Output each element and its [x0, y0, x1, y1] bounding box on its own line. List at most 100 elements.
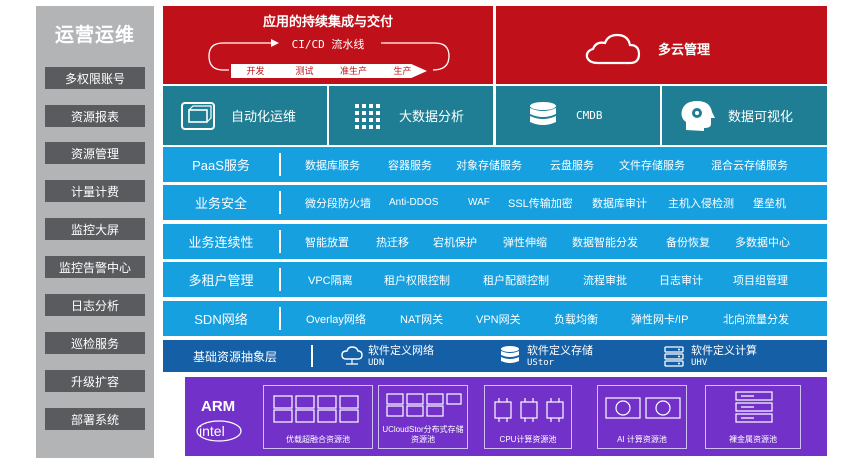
sidebar-item-multi-account[interactable]: 多权限账号 [45, 67, 145, 89]
cell-tenant-permission[interactable]: 租户权限控制 [384, 274, 450, 287]
cell-anti-ddos[interactable]: Anti-DDOS [389, 197, 439, 208]
bare-metal-server-icon [735, 391, 773, 423]
base-layer-title: 基础资源抽象层 [193, 349, 278, 364]
pool-distributed-storage[interactable]: UCloudStor分布式存储资源池 [378, 385, 468, 449]
cell-bastion[interactable]: 堡垒机 [753, 197, 786, 210]
cell-ssl[interactable]: SSL传输加密 [508, 197, 573, 210]
row-divider [279, 307, 281, 330]
storage-array-icon [386, 393, 462, 417]
cell-smart-placement[interactable]: 智能放置 [305, 236, 349, 249]
cell-waf[interactable]: WAF [468, 197, 490, 208]
cell-multi-datacenter[interactable]: 多数据中心 [735, 236, 790, 249]
security-row: 业务安全 微分段防火墙 Anti-DDOS WAF SSL传输加密 数据库审计 … [163, 185, 827, 220]
pipeline-stages: 开发 测试 准生产 生产 [231, 64, 427, 78]
module-automation-label: 自动化运维 [231, 109, 297, 124]
cicd-title: 应用的持续集成与交付 [262, 14, 393, 29]
ustor-code: UStor [527, 358, 555, 368]
sidebar-item-inspection[interactable]: 巡检服务 [45, 332, 145, 354]
cell-hybrid-storage[interactable]: 混合云存储服务 [711, 159, 788, 172]
sidebar-item-resource-report[interactable]: 资源报表 [45, 105, 145, 127]
ustor-label: 软件定义存储 [527, 345, 593, 357]
cell-database-service[interactable]: 数据库服务 [305, 159, 360, 172]
module-bigdata[interactable]: 大数据分析 [329, 86, 493, 145]
cell-host-intrusion[interactable]: 主机入侵检测 [668, 197, 734, 210]
cell-project-group[interactable]: 项目组管理 [733, 274, 788, 287]
cell-elastic-nic[interactable]: 弹性网卡/IP [631, 313, 689, 326]
sidebar-item-deployment[interactable]: 部署系统 [45, 408, 145, 430]
stage-test: 测试 [295, 66, 314, 76]
sidebar-item-monitor-screen[interactable]: 监控大屏 [45, 218, 145, 240]
cell-data-distribution[interactable]: 数据智能分发 [572, 236, 638, 249]
row-title-paas: PaaS服务 [192, 158, 250, 173]
cell-micro-firewall[interactable]: 微分段防火墙 [305, 197, 371, 210]
sidebar-item-resource-management[interactable]: 资源管理 [45, 142, 145, 164]
stage-dev: 开发 [246, 66, 265, 76]
sidebar-item-alert-center[interactable]: 监控告警中心 [45, 256, 145, 278]
row-title-security: 业务安全 [194, 196, 247, 211]
pool-bare-metal[interactable]: 裸金属资源池 [705, 385, 801, 449]
sidebar-item-upgrade[interactable]: 升级扩容 [45, 370, 145, 392]
cell-container-service[interactable]: 容器服务 [388, 159, 432, 172]
udn-label: 软件定义网络 [368, 345, 434, 357]
multi-cloud-panel[interactable]: 多云管理 [496, 6, 827, 84]
cell-northbound[interactable]: 北向流量分发 [723, 313, 789, 326]
cell-object-storage[interactable]: 对象存储服务 [456, 159, 522, 172]
cell-downtime-protection[interactable]: 宕机保护 [433, 236, 477, 249]
ustor-service[interactable]: 软件定义存储 UStor [527, 342, 593, 368]
bigdata-icon [355, 103, 380, 129]
cell-load-balancer[interactable]: 负载均衡 [554, 313, 598, 326]
gpu-card-icon [605, 397, 681, 419]
sidebar-item-log-analysis[interactable]: 日志分析 [45, 294, 145, 316]
pool-ai-compute[interactable]: AI 计算资源池 [597, 385, 687, 449]
cell-backup-restore[interactable]: 备份恢复 [666, 236, 710, 249]
row-divider [279, 230, 281, 253]
paas-row: PaaS服务 数据库服务 容器服务 对象存储服务 云盘服务 文件存储服务 混合云… [163, 147, 827, 182]
cell-log-audit[interactable]: 日志审计 [659, 274, 703, 287]
arm-logo: ARM [201, 398, 236, 415]
continuity-row: 业务连续性 智能放置 热迁移 宕机保护 弹性伸缩 数据智能分发 备份恢复 多数据… [163, 224, 827, 259]
row-title-tenant: 多租户管理 [188, 273, 254, 288]
cell-overlay[interactable]: Overlay网络 [306, 313, 366, 326]
sidebar-title: 运营运维 [54, 25, 135, 46]
cell-tenant-quota[interactable]: 租户配额控制 [483, 274, 549, 287]
cell-auto-scaling[interactable]: 弹性伸缩 [503, 236, 547, 249]
uhv-service[interactable]: 软件定义计算 UHV [691, 342, 757, 368]
cicd-panel: 应用的持续集成与交付 CI/CD 流水线 开发 测试 准生产 生产 [163, 6, 493, 84]
sdn-row: SDN网络 Overlay网络 NAT网关 VPN网关 负载均衡 弹性网卡/IP… [163, 301, 827, 336]
base-divider [311, 345, 313, 367]
cloud-icon [585, 33, 641, 65]
module-automation[interactable]: 自动化运维 [163, 86, 327, 145]
pipeline-label: CI/CD 流水线 [291, 38, 365, 51]
row-divider [279, 268, 281, 291]
row-divider [279, 191, 281, 214]
ops-sidebar: 运营运维 多权限账号 资源报表 资源管理 计量计费 监控大屏 监控告警中心 日志… [36, 6, 154, 458]
cell-approval[interactable]: 流程审批 [583, 274, 627, 287]
module-cmdb-label: CMDB [576, 109, 603, 122]
cell-db-audit[interactable]: 数据库审计 [592, 197, 647, 210]
database-icon [530, 101, 556, 125]
module-cmdb[interactable]: CMDB [496, 86, 660, 145]
pool-cpu-compute-label: CPU计算资源池 [499, 435, 557, 444]
multi-cloud-label: 多云管理 [658, 42, 711, 57]
module-visualization[interactable]: 数据可视化 [662, 86, 827, 145]
cell-live-migration[interactable]: 热迁移 [376, 236, 409, 249]
udn-code: UDN [368, 358, 385, 368]
intel-logo-ring [196, 420, 242, 442]
cell-file-storage[interactable]: 文件存储服务 [619, 159, 685, 172]
cell-cloud-disk[interactable]: 云盘服务 [550, 159, 594, 172]
cell-vpc-isolation[interactable]: VPC隔离 [308, 274, 353, 287]
storage-icon [501, 346, 519, 363]
pipeline-loop-arrow-icon [208, 39, 450, 71]
pool-hyperconverged[interactable]: 优载超融合资源池 [263, 385, 373, 449]
network-cloud-icon [341, 346, 363, 365]
udn-service[interactable]: 软件定义网络 UDN [368, 342, 434, 368]
pool-cpu-compute[interactable]: CPU计算资源池 [484, 385, 572, 449]
pool-hyperconverged-label: 优载超融合资源池 [286, 435, 350, 444]
uhv-code: UHV [691, 358, 708, 368]
cell-nat-gateway[interactable]: NAT网关 [400, 313, 444, 326]
sidebar-item-billing[interactable]: 计量计费 [45, 180, 145, 202]
stage-preprod: 准生产 [339, 66, 367, 76]
cell-vpn-gateway[interactable]: VPN网关 [476, 313, 521, 326]
tenant-row: 多租户管理 VPC隔离 租户权限控制 租户配额控制 流程审批 日志审计 项目组管… [163, 262, 827, 297]
pool-distributed-storage-label: UCloudStor分布式存储资源池 [382, 425, 464, 444]
